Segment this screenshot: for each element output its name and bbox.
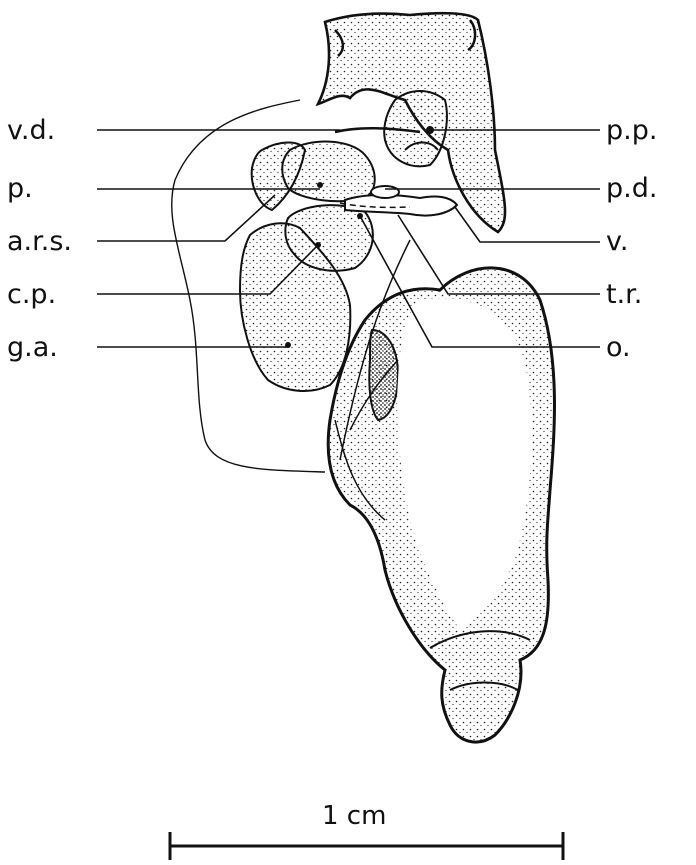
label-cp: c.p. <box>7 281 56 308</box>
scale-label: 1 cm <box>322 803 386 829</box>
label-pp: p.p. <box>606 117 657 144</box>
label-prostate: p. <box>7 175 33 202</box>
label-v: v. <box>606 228 628 255</box>
label-o: o. <box>606 334 631 361</box>
scale-bar <box>170 832 563 860</box>
left-rounded-lobe <box>252 143 305 211</box>
label-ars: a.r.s. <box>7 228 72 255</box>
leader-a-r-s <box>97 195 275 241</box>
label-ga: g.a. <box>7 334 58 361</box>
label-tr: t.r. <box>606 281 642 308</box>
label-pd: p.d. <box>606 175 657 202</box>
label-vas-deferens: v.d. <box>7 117 55 144</box>
